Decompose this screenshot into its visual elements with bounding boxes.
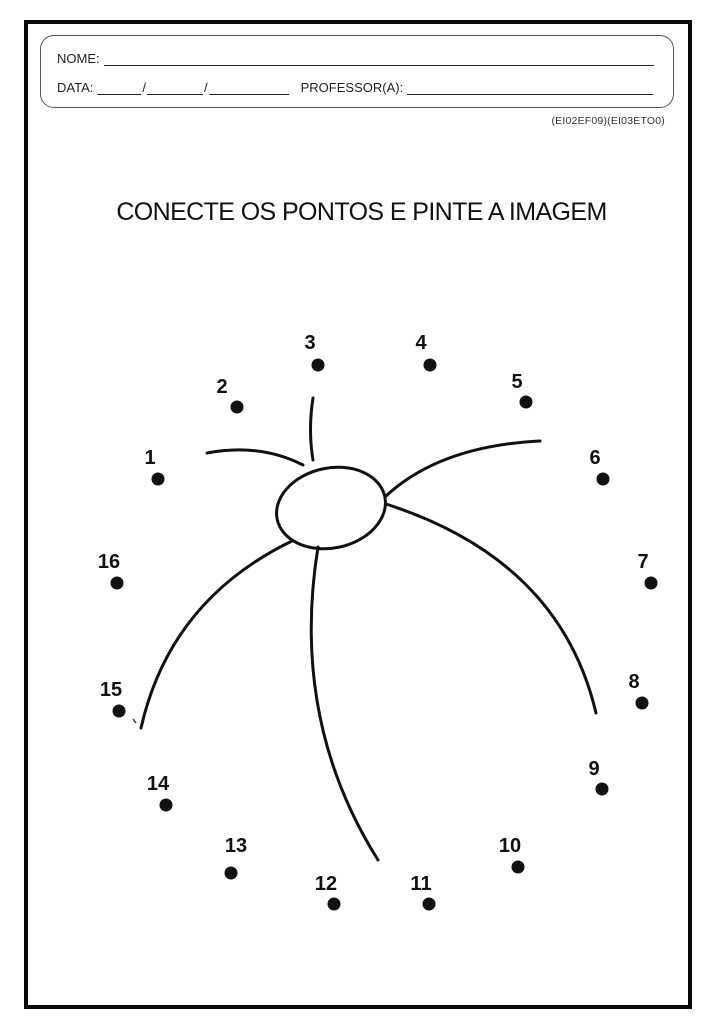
dot-label-10: 10	[499, 835, 521, 857]
dot-16[interactable]	[110, 576, 124, 590]
dot-2[interactable]	[230, 400, 244, 414]
teacher-field[interactable]	[407, 82, 654, 95]
stray-mark	[132, 718, 137, 724]
umbrella-rib-right-upper	[384, 439, 542, 498]
name-row: NOME:	[57, 51, 654, 66]
dot-label-8: 8	[628, 671, 639, 693]
dot-15[interactable]	[112, 704, 126, 718]
date-separator: /	[142, 80, 146, 95]
dot-8[interactable]	[635, 696, 649, 710]
umbrella-rib-left-upper	[205, 448, 305, 467]
dot-label-3: 3	[304, 332, 315, 354]
dot-1[interactable]	[151, 472, 165, 486]
dot-12[interactable]	[327, 897, 341, 911]
date-day-field[interactable]	[97, 82, 142, 95]
dot-7[interactable]	[644, 576, 658, 590]
dot-label-16: 16	[98, 551, 120, 573]
dot-6[interactable]	[596, 472, 610, 486]
dot-label-6: 6	[589, 447, 600, 469]
dot-label-9: 9	[588, 758, 599, 780]
dot-3[interactable]	[311, 358, 325, 372]
dot-14[interactable]	[159, 798, 173, 812]
dot-4[interactable]	[423, 358, 437, 372]
dot-9[interactable]	[595, 782, 609, 796]
curriculum-code: (EI02EF09)(EI03ETO0)	[551, 115, 665, 127]
date-label: DATA:	[57, 80, 94, 95]
student-info-box: NOME: DATA: / / PROFESSOR(A):	[40, 35, 674, 108]
page-border	[24, 20, 692, 1009]
umbrella-rib-center	[309, 545, 380, 862]
name-label: NOME:	[57, 51, 100, 66]
dot-label-11: 11	[410, 873, 431, 895]
page-title: CONECTE OS PONTOS E PINTE A IMAGEM	[116, 198, 607, 226]
dot-label-13: 13	[225, 835, 247, 857]
dot-label-12: 12	[315, 873, 337, 895]
dot-label-7: 7	[637, 551, 648, 573]
dot-11[interactable]	[422, 897, 436, 911]
dot-label-2: 2	[216, 376, 227, 398]
dot-label-5: 5	[511, 371, 522, 393]
umbrella-top-stick	[309, 396, 315, 462]
dot-label-4: 4	[415, 332, 427, 354]
dot-13[interactable]	[224, 866, 238, 880]
date-year-field[interactable]	[208, 82, 289, 95]
date-separator: /	[203, 80, 208, 95]
teacher-label: PROFESSOR(A):	[300, 80, 404, 95]
dot-10[interactable]	[511, 860, 525, 874]
umbrella-rib-left-lower	[139, 539, 294, 730]
umbrella-rib-right-lower	[384, 502, 598, 715]
dot-5[interactable]	[519, 395, 533, 409]
name-field[interactable]	[103, 53, 654, 66]
dot-label-15: 15	[100, 679, 122, 701]
dot-label-1: 1	[144, 447, 155, 469]
date-month-field[interactable]	[146, 82, 203, 95]
dot-label-14: 14	[147, 773, 170, 795]
date-teacher-row: DATA: / / PROFESSOR(A):	[57, 80, 654, 95]
